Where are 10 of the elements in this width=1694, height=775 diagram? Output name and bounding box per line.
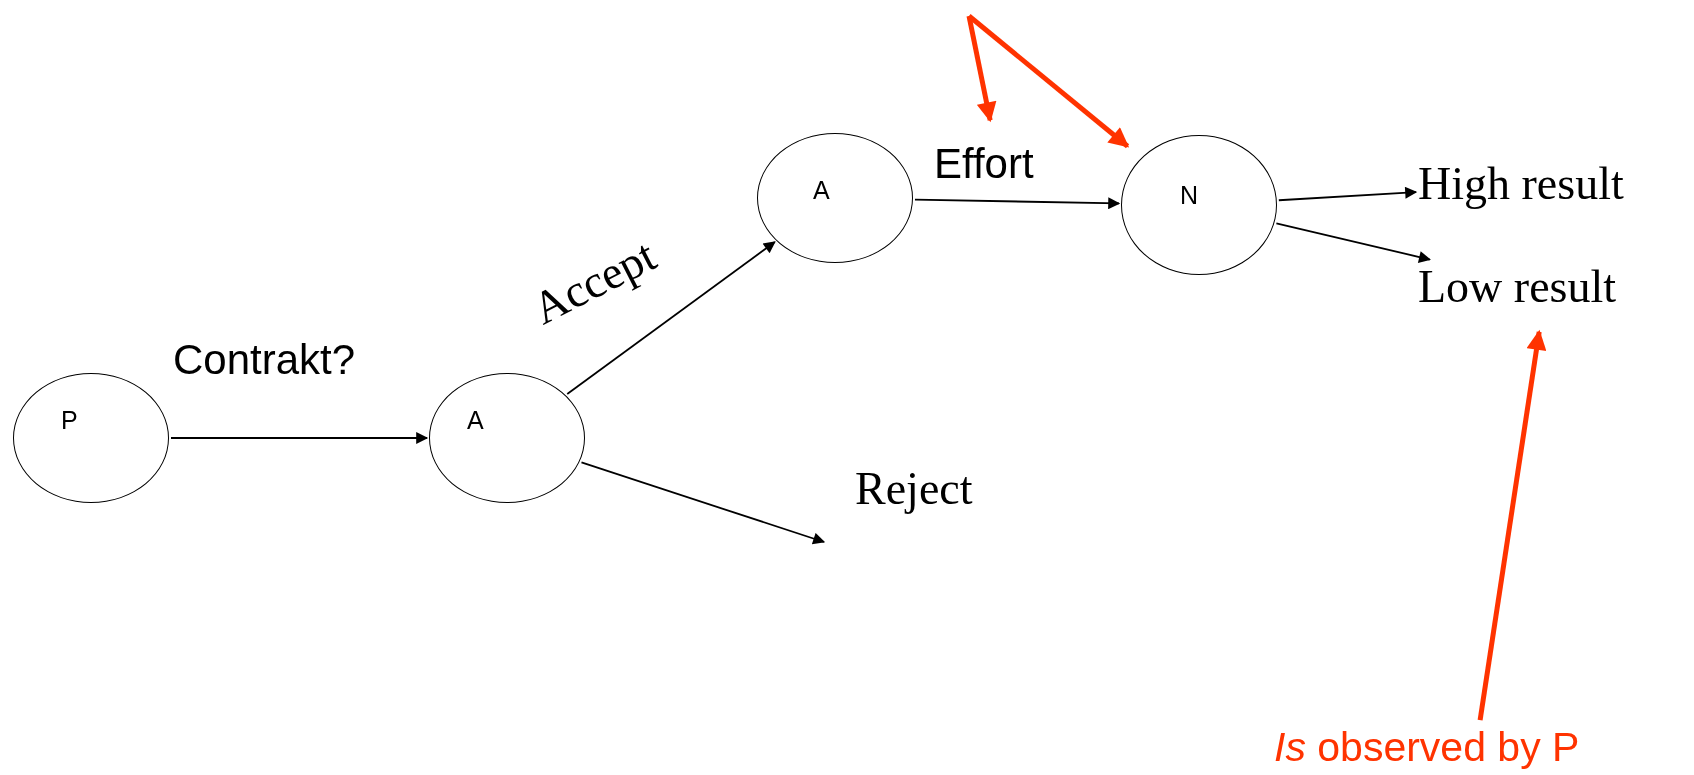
annotation-text: Is observed by P <box>1274 723 1581 772</box>
outcome-label: High result <box>1418 157 1625 211</box>
node-letter: P <box>61 406 78 435</box>
edge-label: Reject <box>855 462 973 515</box>
outcome-label: Low result <box>1418 260 1617 314</box>
node-letter: A <box>467 406 484 435</box>
edge-label: Contrakt? <box>173 336 356 384</box>
action-label: Effort <box>934 139 1035 189</box>
node-letter: N <box>1180 181 1199 210</box>
node-letter: A <box>813 176 830 205</box>
